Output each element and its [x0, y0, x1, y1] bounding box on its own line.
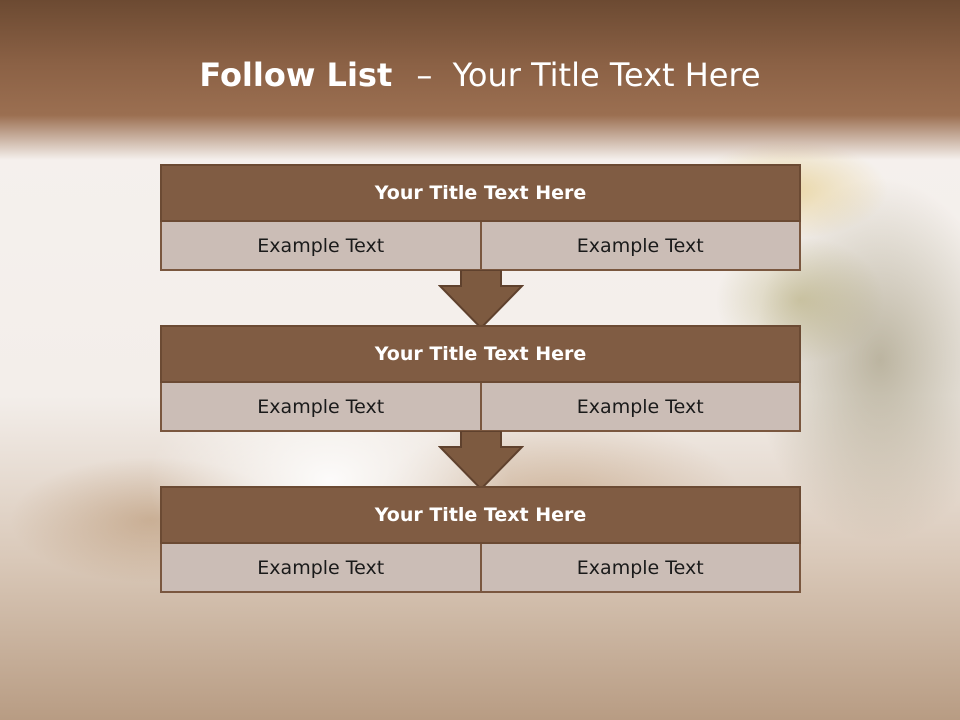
step-cells-2: Example Text Example Text — [160, 383, 801, 432]
step-1-left-cell: Example Text — [162, 222, 480, 269]
header-band — [0, 0, 960, 160]
slide-title-rest: Your Title Text Here — [452, 56, 761, 94]
slide-title-bold: Follow List — [199, 56, 393, 94]
step-3-left-cell: Example Text — [162, 544, 480, 591]
step-title-3: Your Title Text Here — [160, 486, 801, 544]
down-arrow-icon — [438, 431, 524, 491]
step-title-2: Your Title Text Here — [160, 325, 801, 383]
step-1-right-cell: Example Text — [479, 222, 799, 269]
slide-title: Follow List – Your Title Text Here — [0, 56, 960, 94]
step-block-3: Your Title Text Here Example Text Exampl… — [160, 486, 801, 593]
step-block-2: Your Title Text Here Example Text Exampl… — [160, 325, 801, 432]
down-arrow-icon — [438, 270, 524, 330]
step-cells-3: Example Text Example Text — [160, 544, 801, 593]
step-2-left-cell: Example Text — [162, 383, 480, 430]
step-3-right-cell: Example Text — [479, 544, 799, 591]
step-block-1: Your Title Text Here Example Text Exampl… — [160, 164, 801, 271]
slide-title-separator: – — [416, 56, 433, 94]
step-title-1: Your Title Text Here — [160, 164, 801, 222]
step-cells-1: Example Text Example Text — [160, 222, 801, 271]
step-2-right-cell: Example Text — [479, 383, 799, 430]
